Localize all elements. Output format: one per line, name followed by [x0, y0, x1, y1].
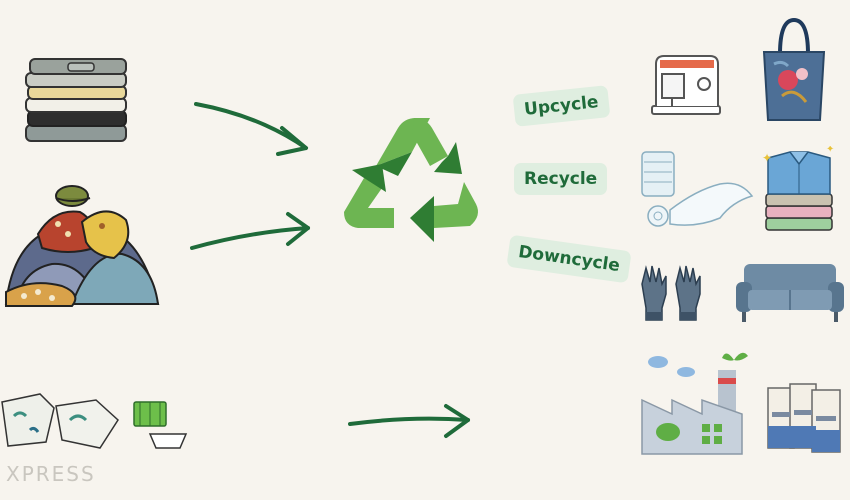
- clothing-pile-icon: [4, 185, 160, 307]
- gloves-icon: [641, 265, 701, 321]
- watermark: XPRESS: [6, 462, 96, 486]
- factory-icon: [641, 352, 748, 455]
- scrap-clothes-icon: [1, 393, 188, 449]
- folded-clothes-stack-icon: [25, 58, 127, 142]
- thread-and-fabric-icon: [641, 151, 754, 227]
- sofa-icon: [736, 264, 844, 322]
- svg-text:✦: ✦: [762, 151, 772, 165]
- folded-shirts-icon: ✦ ✦: [762, 146, 834, 231]
- arrow-icon: [190, 212, 310, 250]
- cement-bags-icon: [767, 383, 841, 453]
- svg-text:✦: ✦: [826, 146, 834, 155]
- sewing-machine-icon: [651, 55, 721, 115]
- recycle-symbol-icon: [344, 118, 478, 242]
- arrow-icon: [194, 102, 308, 156]
- recycle-label: Recycle: [514, 163, 608, 195]
- tote-bag-icon: [762, 17, 826, 121]
- arrow-icon: [348, 404, 470, 438]
